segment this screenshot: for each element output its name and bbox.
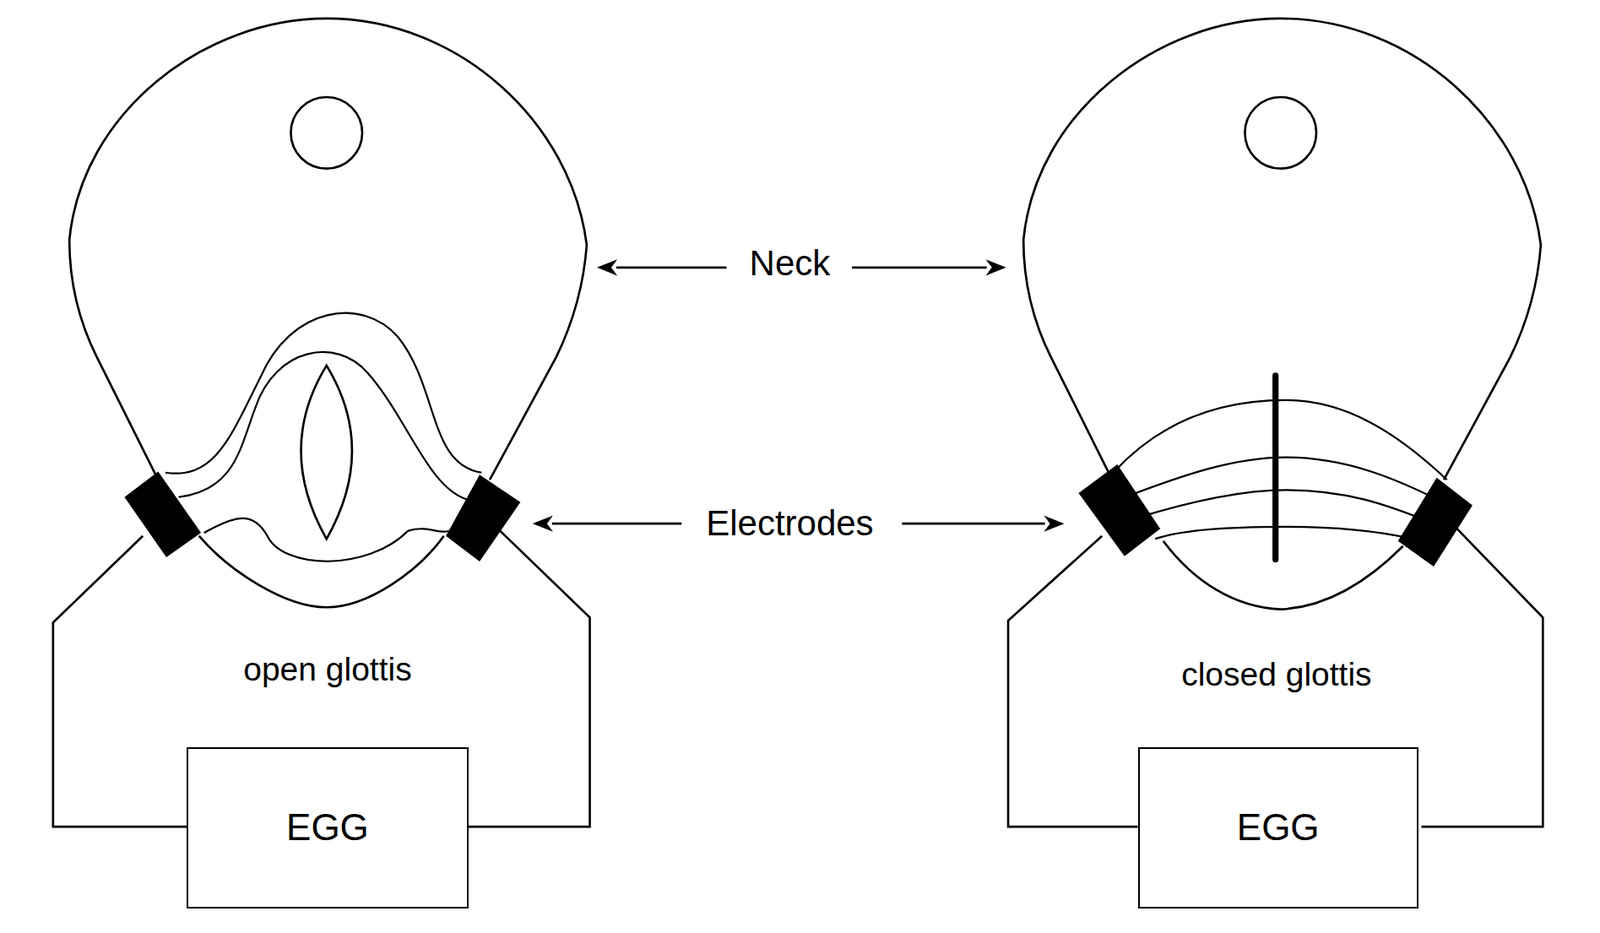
pointer-arrow bbox=[901, 522, 1045, 526]
device-name: EGG bbox=[286, 808, 369, 847]
electrode bbox=[1078, 464, 1161, 557]
electrode bbox=[1398, 477, 1473, 567]
pointer-arrow bbox=[616, 266, 727, 270]
electrode bbox=[124, 471, 201, 559]
egg-device-box: EGG bbox=[186, 747, 469, 909]
wire bbox=[1008, 536, 1138, 827]
wire bbox=[468, 531, 591, 827]
pointer-arrow bbox=[552, 522, 682, 526]
neck-closed bbox=[1008, 18, 1543, 827]
neck-open bbox=[53, 18, 591, 827]
device-name: EGG bbox=[1236, 808, 1320, 847]
electrodes-label: Electrodes bbox=[702, 504, 877, 543]
egg-device-box: EGG bbox=[1138, 747, 1419, 909]
pointer-arrow bbox=[851, 266, 988, 270]
caption-label: closed glottis bbox=[1177, 655, 1375, 692]
neck-label: Neck bbox=[746, 244, 835, 283]
wire bbox=[53, 536, 187, 827]
caption-label: open glottis bbox=[239, 650, 415, 687]
wire bbox=[1421, 526, 1544, 828]
electrode bbox=[445, 474, 521, 562]
